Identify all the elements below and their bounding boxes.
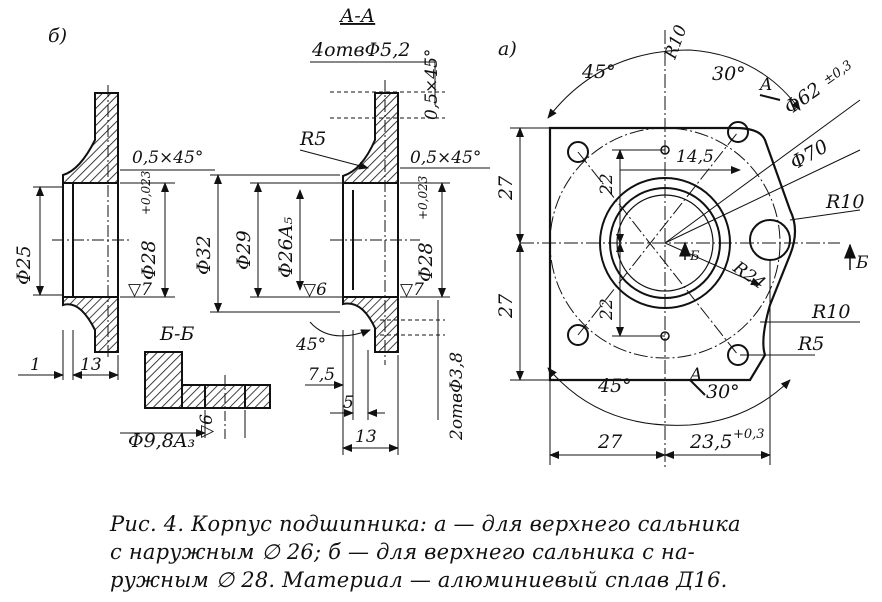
b-dim-1-label: 1: [30, 355, 41, 375]
a-section-b-label: Б: [855, 253, 869, 273]
aa-dim-7-5-label: 7,5: [308, 365, 335, 385]
a-angle-45-top-label: 45°: [581, 61, 616, 83]
view-a-label: а): [498, 38, 517, 60]
a-dim-23-5-label: 23,5: [689, 431, 732, 453]
a-angle-30-top-label: 30°: [712, 63, 746, 85]
aa-dim-13-label: 13: [355, 427, 377, 447]
aa-dia-32-label: Φ32: [193, 235, 215, 275]
aa-chamfer-bottom-label: 0,5×45°: [410, 148, 481, 168]
aa-radius-label: R5: [299, 128, 326, 150]
view-b-label: б): [48, 25, 67, 47]
a-r10-lower-label: R10: [811, 301, 850, 323]
a-r10-right-label: R10: [825, 191, 864, 213]
b-dia-28-label: Φ28: [138, 240, 160, 280]
caption-line-2: с наружным ∅ 26; б — для верхнего сальни…: [110, 540, 695, 564]
a-dim-22-bottom-label: 22: [597, 298, 617, 321]
b-roughness-label: ▽7: [128, 280, 152, 300]
a-dia-62-label: Φ62: [780, 78, 825, 119]
a-angle-30-bottom-label: 30°: [706, 381, 740, 403]
a-r5-label: R5: [797, 333, 824, 355]
aa-angle-label: 45°: [295, 335, 326, 355]
aa-roughness-6-label: ▽6: [303, 280, 327, 300]
a-r10-top-label: R10: [661, 22, 692, 62]
aa-dia-29-label: Φ29: [233, 230, 255, 270]
aa-holes-bottom-label: 2отвΦ3,8: [447, 352, 467, 441]
aa-tol-28-label: +0,023: [416, 175, 430, 220]
aa-dia-28-label: Φ28: [415, 242, 437, 282]
a-tol-62-label: ±0,3: [821, 58, 855, 88]
bb-dia-label: Φ9,8A₃: [128, 430, 195, 452]
aa-holes-top-label: 4отвΦ5,2: [311, 39, 410, 61]
a-dim-27-width-label: 27: [597, 431, 623, 453]
a-angle-45-bottom-label: 45°: [597, 375, 632, 397]
a-dia-70-label: Φ70: [787, 135, 832, 174]
b-chamfer-label: 0,5×45°: [132, 148, 203, 168]
a-section-a-bottom-label: A: [688, 365, 702, 385]
section-bb-label: Б-Б: [159, 323, 194, 345]
a-dim-27-top-label: 27: [495, 175, 517, 201]
a-section-b-small-label: Б: [689, 249, 700, 264]
a-dim-22-top-label: 22: [597, 173, 617, 196]
caption-line-3: ружным ∅ 28. Материал — алюминиевый спла…: [110, 568, 728, 592]
aa-dim-5-label: 5: [343, 393, 354, 413]
a-r24-label: R24: [728, 257, 769, 294]
bb-roughness-label: ▽6: [197, 414, 217, 438]
caption-line-1: Рис. 4. Корпус подшипника: а — для верхн…: [110, 512, 741, 536]
section-aa-label: А-А: [338, 5, 375, 27]
section-bb-part: [120, 351, 271, 440]
b-dia-25-label: Φ25: [13, 245, 35, 285]
view-b-part: [18, 85, 215, 380]
a-section-a-top-label: A: [758, 75, 772, 95]
b-dim-13-label: 13: [80, 355, 102, 375]
a-dim-14-5-label: 14,5: [676, 147, 714, 167]
view-a-part: [510, 30, 861, 470]
figure-caption: Рис. 4. Корпус подшипника: а — для верхн…: [110, 510, 870, 594]
section-aa-part: [210, 61, 490, 455]
aa-dia-26-label: Φ26A₅: [275, 217, 297, 278]
a-dim-27-bottom-label: 27: [495, 293, 517, 319]
aa-roughness-7-label: ▽7: [400, 280, 424, 300]
a-tol-23-5-label: +0,3: [733, 427, 765, 442]
b-tol-28-label: +0,023: [139, 170, 153, 215]
technical-drawing: б) 0,5×45° Φ25 Φ28 +0,023 ▽7 1 13 Б-Б Φ9…: [13, 5, 869, 470]
aa-chamfer-top-label: 0,5×45°: [422, 49, 442, 120]
